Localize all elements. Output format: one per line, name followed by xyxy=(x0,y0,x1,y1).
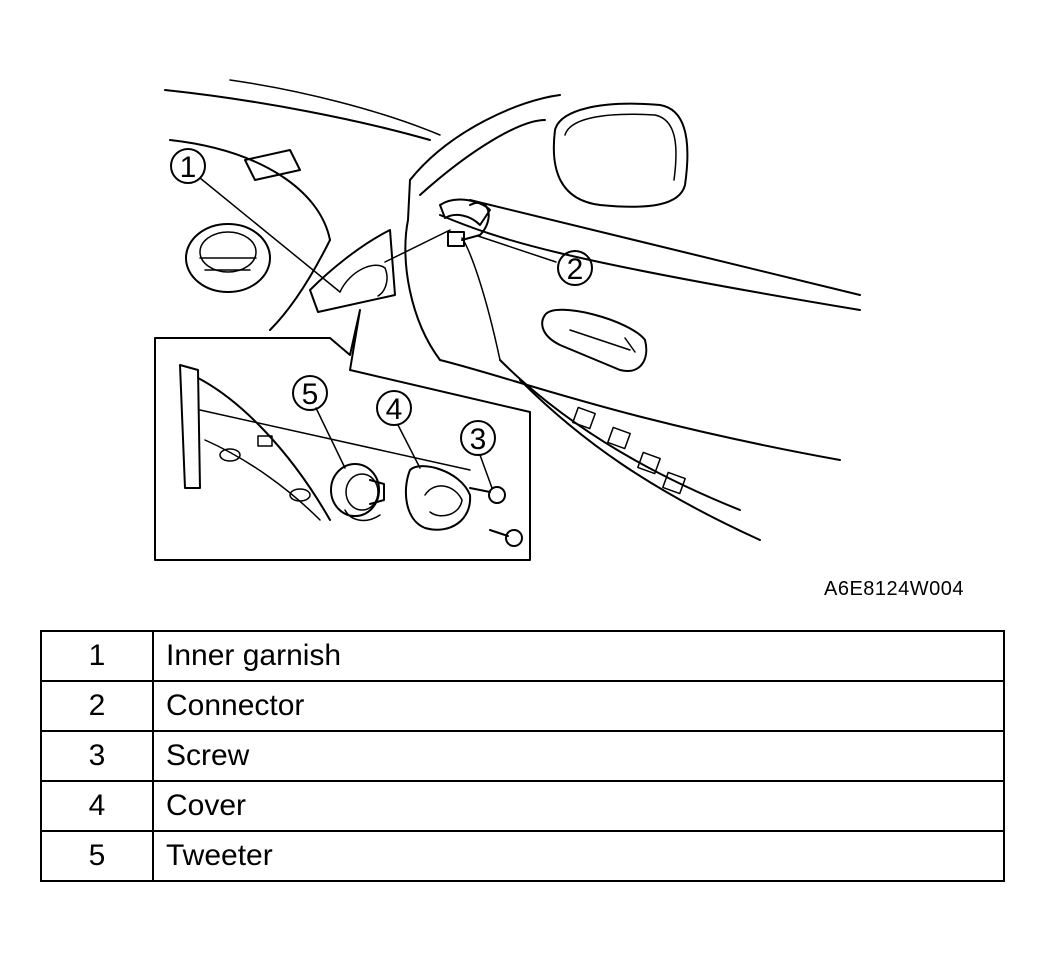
callout-5-label: 5 xyxy=(302,378,319,411)
callout-4: 4 xyxy=(376,390,412,426)
part-name: Screw xyxy=(152,730,1005,782)
figure-code: A6E8124W004 xyxy=(824,578,965,600)
table-row: 1 Inner garnish xyxy=(40,630,1005,682)
callout-1: 1 xyxy=(170,148,206,184)
callout-5: 5 xyxy=(292,375,328,411)
table-row: 2 Connector xyxy=(40,680,1005,732)
callout-3: 3 xyxy=(460,420,496,456)
callout-1-label: 1 xyxy=(180,151,197,184)
callout-2: 2 xyxy=(557,250,593,286)
part-name: Tweeter xyxy=(152,830,1005,882)
exploded-view-diagram: 1 2 3 4 5 xyxy=(154,79,861,561)
part-name: Connector xyxy=(152,680,1005,732)
part-number: 5 xyxy=(40,830,154,882)
part-name: Inner garnish xyxy=(152,630,1005,682)
part-number: 4 xyxy=(40,780,154,832)
table-row: 4 Cover xyxy=(40,780,1005,832)
parts-legend-table: 1 Inner garnish 2 Connector 3 Screw 4 Co… xyxy=(40,630,1005,882)
diagram-artwork: 1 2 3 4 5 xyxy=(154,79,861,561)
table-row: 3 Screw xyxy=(40,730,1005,782)
part-name: Cover xyxy=(152,780,1005,832)
part-number: 3 xyxy=(40,730,154,782)
callout-2-label: 2 xyxy=(567,253,584,286)
callout-3-label: 3 xyxy=(470,423,487,456)
table-row: 5 Tweeter xyxy=(40,830,1005,882)
part-number: 2 xyxy=(40,680,154,732)
door-panel-lines xyxy=(404,94,861,541)
inner-garnish-shape xyxy=(309,229,451,313)
vehicle-interior-lines xyxy=(164,79,441,331)
part-number: 1 xyxy=(40,630,154,682)
leader-lines xyxy=(199,177,557,489)
detail-inset xyxy=(154,309,531,561)
callout-4-label: 4 xyxy=(386,393,403,426)
